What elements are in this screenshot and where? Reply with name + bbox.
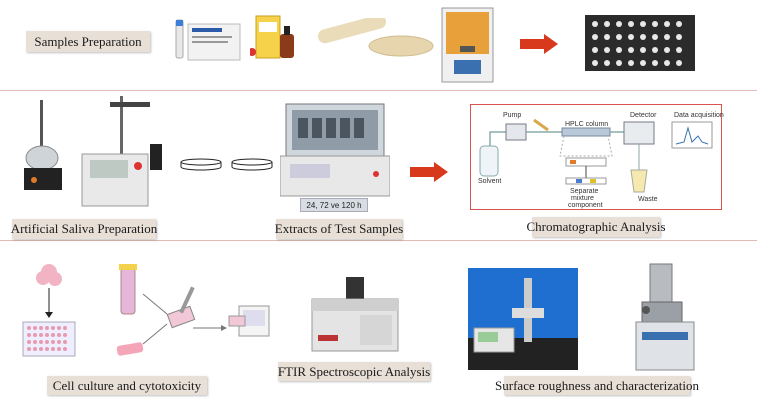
- 3d-printer-icon: [441, 7, 494, 83]
- ftir-spectrometer-icon: [311, 277, 399, 352]
- ph-meter-icon: [81, 96, 162, 207]
- hplc-pump-label: Pump: [503, 112, 522, 119]
- incubator-time-tag: 24, 72 ve 120 h: [300, 198, 368, 212]
- flow-arrow-row1: [520, 34, 558, 54]
- label-chromatographic: Chromatographic Analysis: [527, 217, 666, 237]
- hplc-waste-label: Waste: [638, 196, 658, 203]
- hplc-detector-label: Detector: [630, 112, 657, 119]
- magnetic-stirrer-icon: [24, 100, 62, 190]
- label-extracts: Extracts of Test Samples: [275, 219, 403, 239]
- incubator-shaker-icon: [280, 103, 390, 197]
- bottle-kit-icon: [250, 15, 294, 59]
- sem-microscope-icon: [635, 263, 695, 371]
- hplc-column-label: HPLC column: [565, 121, 609, 128]
- petri-dish-icon-2: [231, 158, 273, 171]
- hplc-component-label: component: [568, 202, 603, 209]
- flow-arrow-row2: [410, 162, 448, 182]
- surface-roughness-photo: [468, 268, 578, 370]
- label-ftir: FTIR Spectroscopic Analysis: [278, 362, 430, 381]
- cell-culture-workflow-icon: [22, 264, 270, 357]
- label-surface: Surface roughness and characterization: [495, 376, 699, 395]
- hplc-separate-label: Separate: [570, 188, 599, 195]
- dental-material-kit-icon: [175, 19, 241, 61]
- label-artificial-saliva: Artificial Saliva Preparation: [11, 219, 157, 239]
- sample-plate-icon: [585, 15, 695, 71]
- hplc-flow-schematic: [479, 118, 713, 193]
- hplc-data-acq-label: Data acquisition: [674, 112, 724, 119]
- hplc-solvent-label: Solvent: [478, 178, 502, 185]
- resin-discs-icon: [317, 18, 434, 57]
- label-samples-preparation: Samples Preparation: [26, 31, 150, 52]
- row-divider-2: [0, 240, 757, 241]
- petri-dish-icon-1: [180, 158, 222, 171]
- row-divider-1: [0, 90, 757, 91]
- label-cell-culture: Cell culture and cytotoxicity: [47, 376, 207, 395]
- hplc-mixture-label: mixture: [571, 195, 594, 202]
